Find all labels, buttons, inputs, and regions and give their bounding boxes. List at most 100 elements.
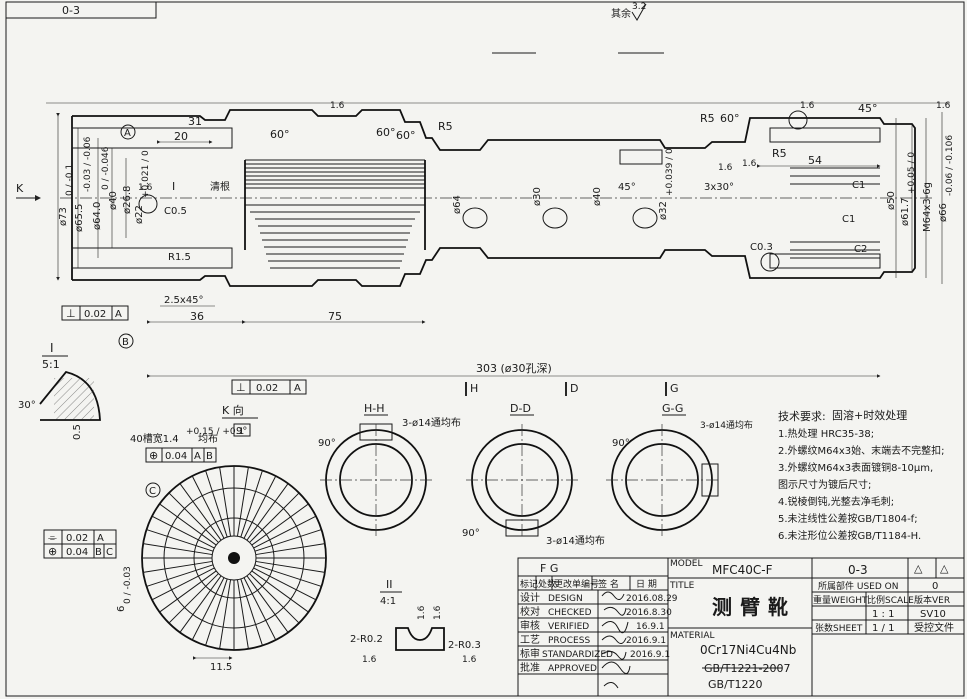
role-standardized-en: STANDARDIZED — [542, 650, 613, 660]
ver-value: SV10 — [920, 609, 946, 620]
role-process-date: 2016.9.1 — [626, 636, 666, 646]
angle-45-b: 45° — [618, 182, 636, 193]
gdt-pos-1-value: 0.04 — [165, 451, 187, 462]
chamfer-c1-a: C1 — [852, 180, 865, 191]
section-d-d: D-D 90° 3-ø14通均布 — [462, 402, 605, 547]
role-checked-date: 2016.8.30 — [626, 608, 672, 618]
gdt-sym-symbol: ⌯ — [48, 531, 57, 544]
section-g-g: G-G 3-ø14通均布 90° — [606, 402, 753, 536]
thread-relief: 3x30° — [704, 182, 734, 193]
dim-dia32: ø32 — [658, 201, 669, 220]
role-approved-cn: 批准 — [520, 661, 540, 674]
angle-60-b: 60° — [376, 126, 396, 139]
thread-m64: M64x3-6g — [922, 182, 933, 232]
k-dim-115: 11.5 — [210, 662, 232, 673]
standard-hand: GB/T1220 — [708, 678, 763, 691]
gdt-pos-2-symbol: ⊕ — [48, 545, 57, 558]
detail-ii-ra4: 1.6 — [462, 655, 477, 665]
bore-section-top — [71, 127, 233, 149]
gdt-pos-1-symbol: ⊕ — [149, 449, 158, 462]
angle-60-c: 60° — [396, 129, 416, 142]
k-arrow-label: K — [16, 182, 24, 195]
surface-note: 其余 — [611, 7, 631, 20]
detail-ii-r02: 2-R0.2 — [350, 634, 383, 645]
serrated-disk — [141, 465, 327, 651]
detail-i-dim: 0.5 — [72, 424, 83, 440]
section-mark-g: G — [670, 382, 679, 395]
chamfer-c1-b: C1 — [842, 214, 855, 225]
material-label: MATERIAL — [670, 631, 715, 641]
section-mark-d: D — [570, 382, 578, 395]
roughness-1: 1.6 — [330, 101, 345, 111]
cross-hole — [138, 194, 158, 214]
sheet-border — [5, 1, 965, 697]
roughness-symbol — [631, 3, 647, 21]
detail-ii: II 4:1 2-R0.2 2-R0.3 1.6 1.6 1.6 1.6 — [350, 578, 481, 665]
gdt-perp-2-symbol: ⊥ — [236, 381, 246, 394]
roughness-a: 1.6 — [138, 183, 153, 193]
tech-title: 技术要求: — [778, 410, 826, 423]
rev-header-sign: 签 名 — [598, 578, 619, 590]
detail-i: I 5:1 30° 0.5 — [18, 341, 101, 440]
dim-31: 31 — [188, 115, 202, 128]
angle-60-a: 60° — [270, 128, 290, 141]
detail-ii-ra3: 1.6 — [362, 655, 377, 665]
tech-item-1: 1.热处理 HRC35-38; — [778, 427, 874, 440]
role-process-en: PROCESS — [548, 636, 590, 646]
dim-36: 36 — [190, 310, 204, 323]
detail-i-scale: 5:1 — [42, 358, 60, 371]
controlled-doc: 受控文件 — [914, 621, 954, 634]
drawing-number: 0-3 — [848, 563, 868, 577]
gdt-sym-ref: A — [97, 533, 104, 544]
main-view: ø73 0 / -0.1 ø65.5 -0.03 / -0.06 ø64.0 0… — [16, 101, 955, 396]
chamfer-c05: C0.5 — [164, 206, 187, 217]
dim-dia40b: ø40 — [592, 187, 603, 206]
k-dim-6: 6 — [116, 606, 127, 612]
detail-ii-ra2: 1.6 — [433, 605, 443, 620]
rev-triangle-g: △ — [940, 562, 949, 575]
gdt-pos-1-ref2: B — [206, 451, 213, 462]
used-on-label: 所属部件 USED ON — [818, 580, 898, 592]
dim-54: 54 — [808, 154, 822, 167]
k-groove-note: 均布 — [198, 433, 218, 445]
dim-20: 20 — [174, 130, 188, 143]
role-verified-date: 16.9.1 — [636, 622, 665, 632]
scale-label: 比例SCALE — [867, 594, 914, 606]
chamfer-25x45: 2.5x45° — [164, 295, 204, 306]
section-h-note: 3-ø14通均布 — [402, 417, 461, 429]
dim-dia73-tol: 0 / -0.1 — [65, 164, 75, 196]
dim-dia65: ø65.5 — [74, 204, 85, 232]
section-i-mark: I — [172, 180, 175, 193]
radius-r5-c: R5 — [772, 147, 787, 160]
role-verified-cn: 审核 — [520, 619, 540, 632]
dim-dia22-tol: +0.021 / 0 — [141, 150, 151, 198]
section-g-angle: 90° — [612, 438, 630, 449]
detail-i-label: I — [50, 341, 54, 355]
section-d-title: D-D — [510, 402, 531, 415]
dim-dia32-tol: +0.039 / 0 — [665, 148, 675, 196]
gdt-pos-2-value: 0.04 — [66, 547, 88, 558]
section-d-note: 3-ø14通均布 — [546, 535, 605, 547]
rev-header-mark: 标记 — [520, 578, 538, 590]
role-standardized-cn: 标审 — [520, 647, 540, 660]
corner-box — [5, 1, 157, 19]
roughness-3: 1.6 — [936, 101, 951, 111]
dim-dia22: ø22 — [134, 205, 145, 224]
technical-requirements: 技术要求: 固溶+时效处理 1.热处理 HRC35-38; 2.外螺纹M64x3… — [778, 408, 945, 542]
role-standardized-date: 2016.9.1 — [630, 650, 670, 660]
note-qinggen: 清根 — [210, 180, 230, 193]
used-on-value: 0 — [932, 581, 938, 592]
tech-item-5: 5.未注线性公差按GB/T1804-f; — [778, 512, 918, 525]
datum-a-circle: A — [124, 128, 131, 139]
tech-item-4: 4.锐棱倒钝,光整去净毛刺; — [778, 495, 894, 508]
dim-dia64-tol: 0 / -0.046 — [101, 146, 111, 190]
role-checked-en: CHECKED — [548, 608, 592, 618]
detail-ii-ra1: 1.6 — [417, 605, 427, 620]
bore-section-bottom — [71, 247, 233, 269]
weight-label: 重量WEIGHT — [813, 594, 868, 606]
title-block: F G 标记 处数 更改单编号 签 名 日 期 设计 DESIGN 2016.0… — [517, 557, 965, 697]
rev-header-count: 处数 — [538, 578, 556, 590]
gdt-pos-2-ref2: C — [106, 547, 113, 558]
role-process-cn: 工艺 — [520, 634, 540, 646]
dim-75: 75 — [328, 310, 342, 323]
